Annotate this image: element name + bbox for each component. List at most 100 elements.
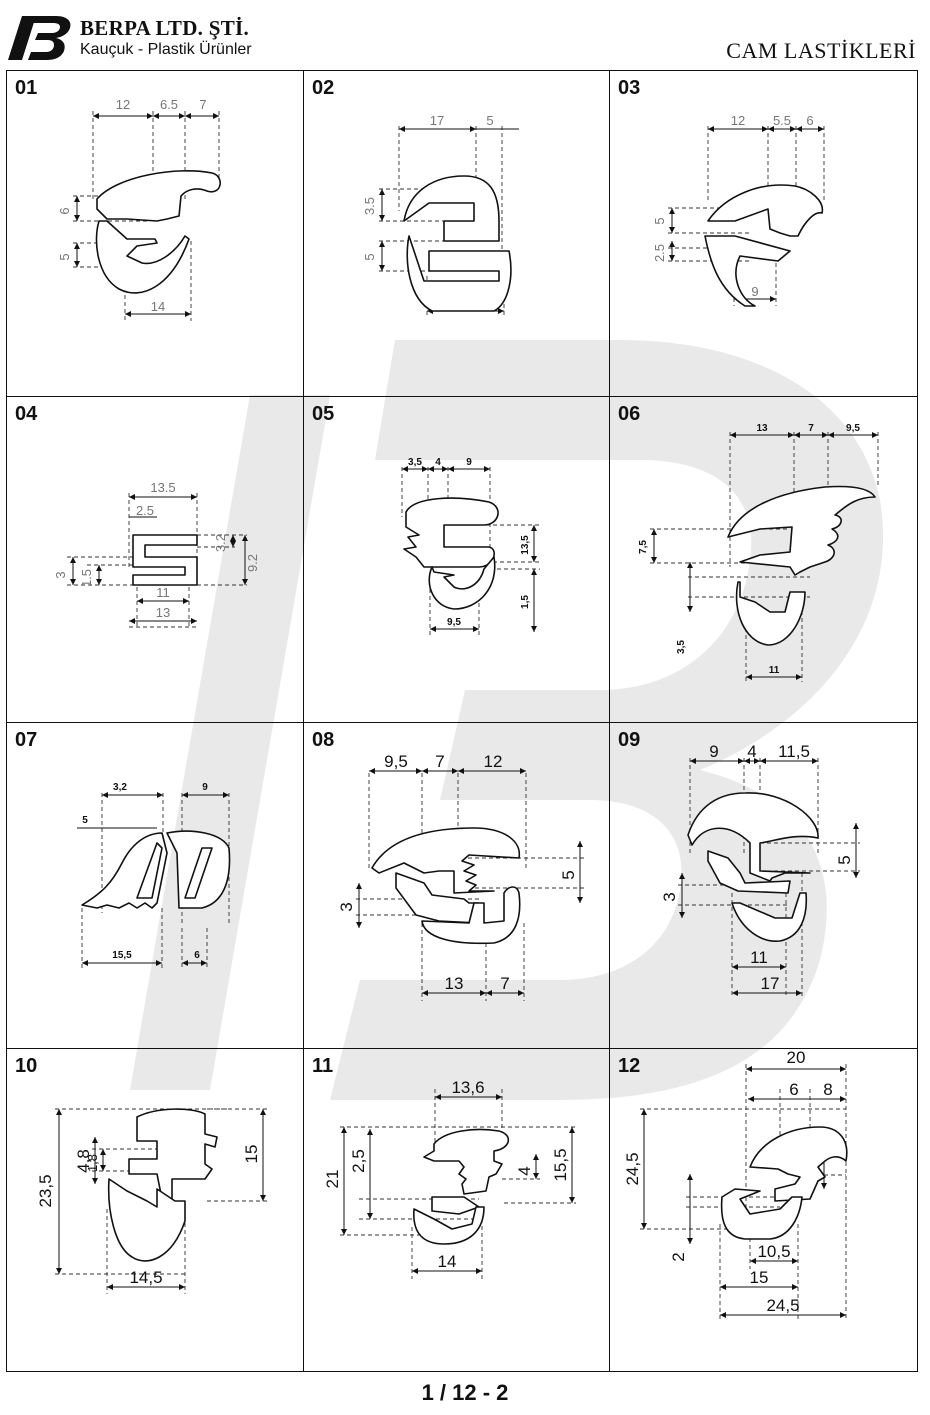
dimension-label: 3	[53, 571, 68, 578]
dimension-label: 3,5	[408, 457, 422, 468]
dimension-label: 13	[445, 974, 464, 993]
profile-outline	[132, 534, 198, 586]
dimension-label: 1,5	[520, 595, 531, 609]
dimension-label: 21	[323, 1170, 342, 1189]
dimension-arrow	[669, 208, 675, 233]
dimension-label: 15,5	[112, 950, 132, 961]
dimension-label: 5	[362, 253, 377, 260]
profile-number: 02	[312, 77, 335, 99]
dimension-label: 2.5	[652, 244, 667, 262]
dimension-label: 6	[194, 950, 200, 961]
dimension-arrow	[93, 113, 153, 119]
profile-number: 08	[312, 729, 335, 751]
dimension-arrow	[828, 432, 878, 438]
dimension-label: 14	[151, 299, 165, 314]
profile-outline	[423, 1128, 510, 1195]
profile-outline	[403, 175, 500, 242]
dimension-label: 7	[435, 752, 444, 771]
dimension-arrow	[428, 466, 448, 472]
dimension-label: 15	[242, 1145, 261, 1164]
dimension-label: 6	[57, 207, 72, 214]
dimension-arrow	[379, 241, 385, 271]
dimension-label: 3.5	[362, 197, 377, 215]
profile-outline	[136, 842, 163, 899]
dimension-arrow	[746, 674, 802, 680]
dimension-label: 4,8	[74, 1149, 93, 1173]
profile-number: 05	[312, 403, 335, 425]
dimension-arrow	[430, 626, 479, 632]
dimension-label: 11,5	[778, 742, 810, 761]
company-tagline: Kauçuk - Plastik Ürünler	[80, 41, 252, 58]
dimension-label: 17	[761, 974, 780, 993]
dimension-arrow	[182, 960, 207, 966]
profile-outline	[413, 1206, 485, 1245]
profile-outline	[96, 170, 221, 222]
dimension-label: 1,8	[85, 1154, 100, 1172]
dimension-label: 5	[652, 217, 667, 224]
dimension-label: 24,5	[623, 1152, 642, 1185]
dimension-label: 24,5	[766, 1296, 799, 1315]
dimension-label: 9.2	[245, 554, 260, 572]
dimension-label: 9	[202, 782, 208, 793]
page-header: BERPA LTD. ŞTİ. Kauçuk - Plastik Ürünler…	[0, 0, 930, 70]
dimension-arrow	[100, 1149, 106, 1171]
dimension-label: 13,5	[520, 535, 531, 555]
dimension-label: 9	[709, 742, 718, 761]
dimension-arrow	[70, 557, 76, 585]
dimension-arrow	[796, 126, 824, 132]
dimension-label: 13	[156, 605, 170, 620]
dimension-label: 14	[438, 1252, 457, 1271]
profile-outline	[735, 581, 806, 646]
dimension-arrow	[690, 758, 744, 764]
dimension-label: 4	[747, 742, 756, 761]
dimension-label: 7	[199, 97, 206, 112]
dimension-label: 9,5	[384, 752, 408, 771]
page-number: 1 / 12 - 2	[421, 1380, 509, 1405]
dimension-label: 5.5	[773, 113, 791, 128]
dimension-arrow	[760, 758, 818, 764]
profile-outline	[421, 886, 521, 945]
dimension-label: 17	[430, 113, 444, 128]
dimension-arrow	[74, 196, 80, 221]
profile-number: 10	[15, 1055, 38, 1077]
profile-number: 11	[312, 1055, 334, 1077]
profile-outline	[731, 892, 808, 942]
dimension-label: 5	[82, 815, 88, 826]
profile-outline	[428, 556, 496, 610]
profile-outline	[749, 1126, 848, 1202]
profile-outline	[707, 850, 791, 894]
dimension-label: 12	[484, 752, 503, 771]
profile-outline	[371, 827, 521, 894]
dimension-label: 5	[559, 870, 578, 879]
profile-number: 01	[15, 77, 38, 99]
dimension-label: 13	[756, 423, 768, 434]
dimension-label: 4	[435, 457, 441, 468]
dimension-label: 1.5	[79, 569, 94, 587]
profile-number: 04	[15, 403, 38, 425]
dimension-label: 2,5	[349, 1149, 368, 1173]
dimension-label: 7	[500, 974, 509, 993]
dimension-arrow	[74, 243, 80, 267]
dimension-label: 9	[751, 284, 758, 299]
dimension-label: 5	[835, 855, 854, 864]
dimension-arrow	[669, 241, 675, 261]
dimension-arrow	[96, 565, 102, 585]
dimension-label: 3,2	[113, 782, 127, 793]
dimension-label: 13.5	[150, 480, 175, 495]
